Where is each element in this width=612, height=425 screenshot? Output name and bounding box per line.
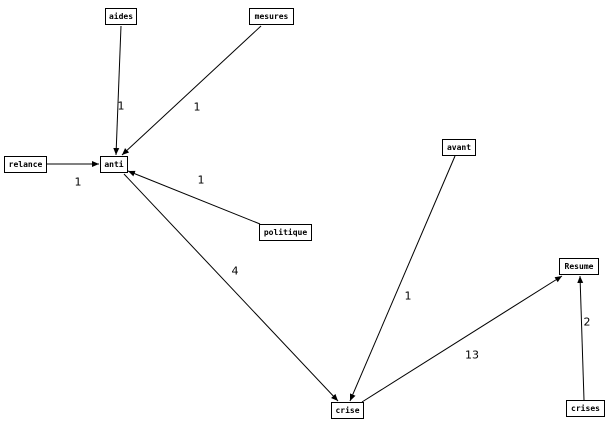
node-anti[interactable]: anti <box>100 156 128 173</box>
edge-weight-mesures-anti: 1 <box>193 100 201 114</box>
edge-mesures-anti <box>121 25 262 156</box>
node-crise[interactable]: crise <box>331 402 364 419</box>
edge-crises-resume <box>577 275 585 401</box>
edge-weight-aides-anti: 1 <box>117 99 125 113</box>
node-avant[interactable]: avant <box>442 139 476 156</box>
edge-weight-politique-anti: 1 <box>197 173 205 187</box>
node-politique[interactable]: politique <box>259 224 312 241</box>
edge-weight-crise-resume: 13 <box>465 348 479 362</box>
edge-aides-anti <box>113 25 122 156</box>
node-mesures[interactable]: mesures <box>249 8 294 25</box>
edge-weight-relance-anti: 1 <box>74 175 82 189</box>
node-crises[interactable]: crises <box>566 400 605 417</box>
edge-avant-crise <box>349 155 456 402</box>
edge-crise-resume <box>361 275 563 403</box>
edge-weight-anti-crise: 4 <box>231 264 239 278</box>
edge-weight-avant-crise: 1 <box>404 289 412 303</box>
node-resume[interactable]: Resume <box>559 258 599 275</box>
edge-anti-crise <box>123 173 339 402</box>
edge-weight-crises-resume: 2 <box>583 315 591 329</box>
node-aides[interactable]: aides <box>105 8 137 25</box>
edge-politique-anti <box>127 170 261 225</box>
node-relance[interactable]: relance <box>4 156 47 173</box>
